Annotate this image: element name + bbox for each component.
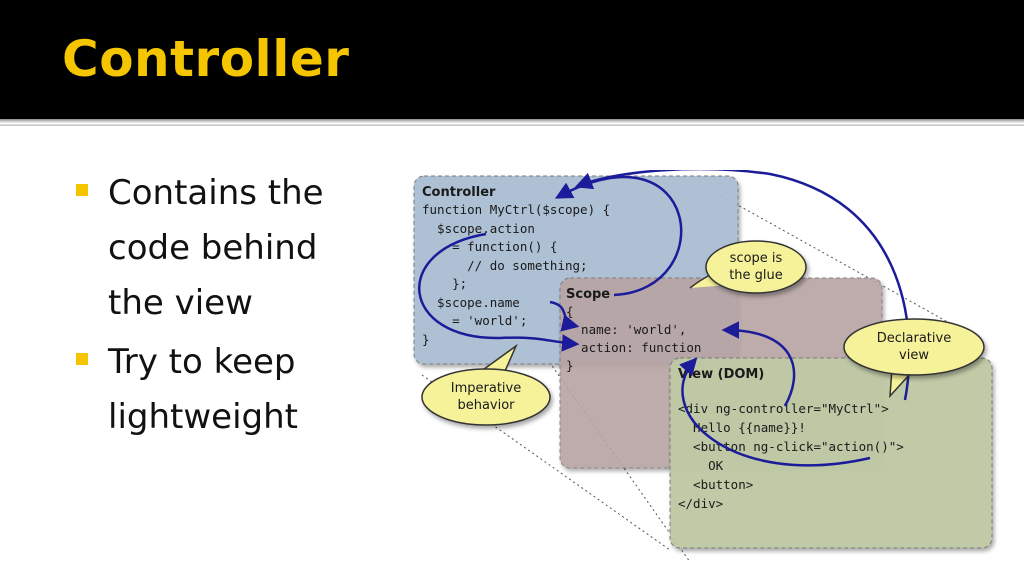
callout-declarative: Declarative view [843, 318, 985, 399]
code-line: action: function [566, 340, 701, 355]
callout-imperative: Imperative behavior [421, 343, 551, 426]
action-arrow [417, 232, 580, 352]
callout-text: scope is [730, 251, 783, 266]
code-line: <button ng-click="action()"> [678, 439, 904, 454]
code-line: $scope.action [422, 221, 535, 236]
callout-text: Declarative [877, 331, 951, 346]
bullet-line: Contains the [108, 173, 324, 213]
title-divider [0, 119, 1024, 126]
controller-label: Controller [422, 185, 496, 200]
callout-text: Imperative [451, 381, 521, 396]
code-line: <div ng-controller="MyCtrl"> [678, 401, 889, 416]
bullet-list: Contains the code behind the view Try to… [72, 166, 372, 449]
bullet-line: lightweight [108, 397, 298, 437]
code-line: Hello {{name}}! [678, 420, 806, 435]
name-binding-arrow [721, 321, 796, 407]
callout-text: behavior [457, 398, 515, 413]
slide-title: Controller [62, 30, 350, 88]
action-binding-arrow [679, 357, 871, 467]
code-line: </div> [678, 496, 723, 511]
code-line: <button> [678, 477, 753, 492]
name-arrow [549, 300, 580, 332]
code-line: } [422, 332, 430, 347]
code-line: = function() { [422, 239, 557, 254]
callout-scope-glue: scope is the glue [689, 240, 807, 294]
view-label: View (DOM) [678, 367, 764, 382]
angular-mvc-diagram: Controller function MyCtrl($scope) { $sc… [413, 170, 993, 563]
code-line: OK [678, 458, 724, 473]
code-line: function MyCtrl($scope) { [422, 202, 610, 217]
callout-text: the glue [729, 268, 783, 283]
bullet-line: Try to keep [108, 342, 296, 382]
code-line: = 'world'; [422, 313, 527, 328]
controller-panel: Controller function MyCtrl($scope) { $sc… [413, 175, 739, 365]
view-panel: View (DOM) <div ng-controller="MyCtrl"> … [669, 357, 993, 549]
scope-label: Scope [566, 287, 610, 302]
code-line: // do something; [422, 258, 588, 273]
bullet-line: the view [108, 283, 253, 323]
bullet-line: code behind [108, 228, 318, 268]
bullet-square-icon [76, 184, 88, 196]
bullet-item: Try to keep lightweight [72, 335, 372, 445]
callout-text: view [899, 348, 929, 363]
code-line: $scope.name [422, 295, 520, 310]
bullet-item: Contains the code behind the view [72, 166, 372, 331]
bullet-square-icon [76, 353, 88, 365]
code-line: } [566, 358, 574, 373]
code-line: }; [422, 276, 467, 291]
code-line: name: 'world', [566, 322, 686, 337]
code-line: { [566, 304, 574, 319]
slide-content: Contains the code behind the view Try to… [0, 126, 1024, 576]
